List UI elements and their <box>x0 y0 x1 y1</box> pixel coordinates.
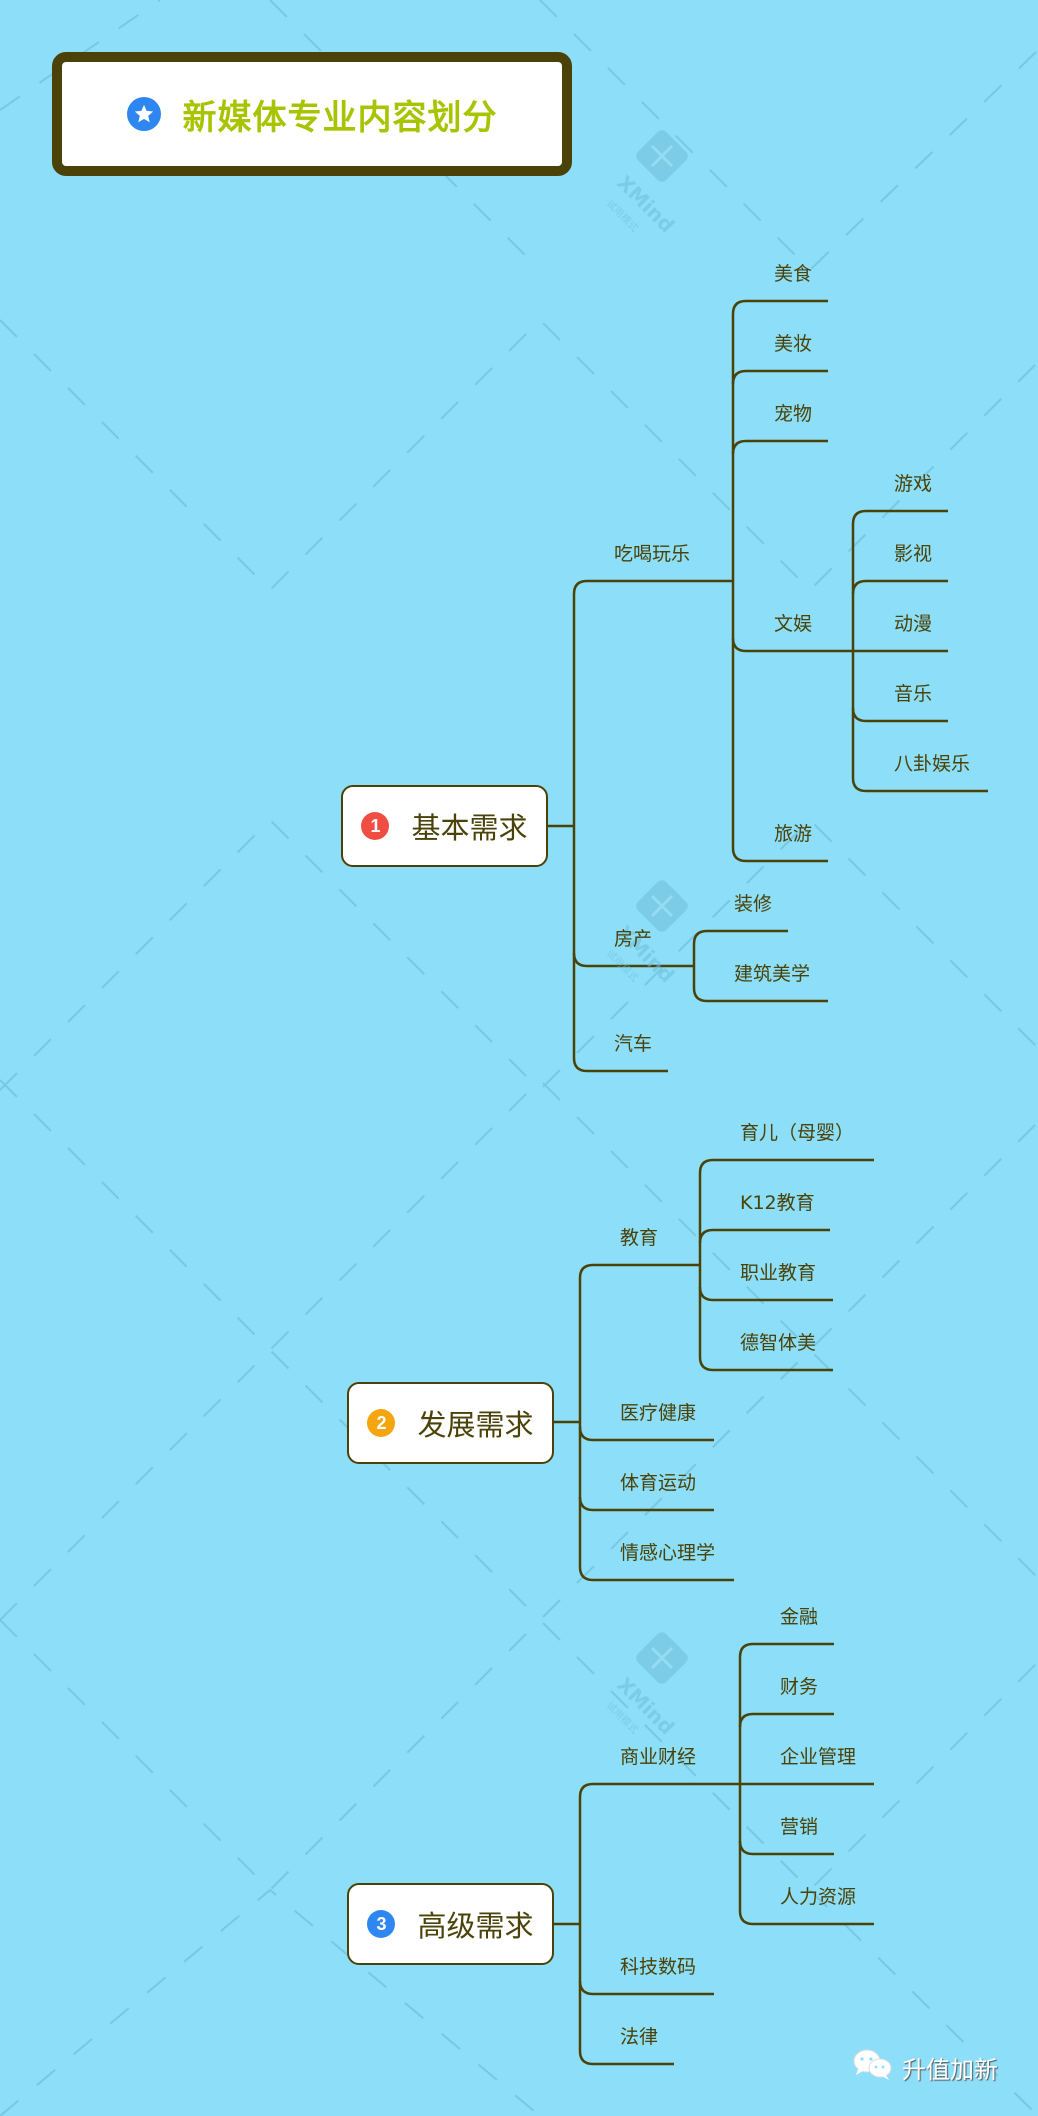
topic-makeup[interactable]: 美妆 <box>774 333 813 355</box>
topic-finance[interactable]: 金融 <box>780 1606 819 1628</box>
wechat-icon <box>852 2048 894 2086</box>
svg-text:XMind: XMind <box>612 170 679 237</box>
topic-architecture[interactable]: 建筑美学 <box>734 963 811 985</box>
main-topic-development-needs[interactable]: 2 发展需求 <box>347 1382 554 1464</box>
main-topic-advanced-needs[interactable]: 3 高级需求 <box>347 1883 554 1965</box>
topic-travel[interactable]: 旅游 <box>774 823 813 845</box>
topic-gossip[interactable]: 八卦娱乐 <box>894 753 971 775</box>
topic-film-tv[interactable]: 影视 <box>894 543 933 565</box>
topic-parenting[interactable]: 育儿（母婴） <box>740 1122 855 1144</box>
topic-hr[interactable]: 人力资源 <box>780 1886 857 1908</box>
priority-3-icon: 3 <box>367 1910 396 1938</box>
topic-anime[interactable]: 动漫 <box>894 613 933 635</box>
topic-food[interactable]: 美食 <box>774 263 813 285</box>
topic-music[interactable]: 音乐 <box>894 683 933 705</box>
main-topic-label: 基本需求 <box>411 811 528 845</box>
main-topic-basic-needs[interactable]: 1 基本需求 <box>341 785 548 867</box>
priority-2-icon: 2 <box>367 1409 396 1437</box>
topic-marketing[interactable]: 营销 <box>780 1816 819 1838</box>
topic-education[interactable]: 教育 <box>620 1227 659 1249</box>
topic-eat-play[interactable]: 吃喝玩乐 <box>614 543 691 565</box>
svg-text:XMind: XMind <box>612 1672 679 1739</box>
xmind-watermark: XMind 试用模式 <box>590 1630 710 1744</box>
main-topic-label: 高级需求 <box>417 1909 534 1943</box>
topic-vocational[interactable]: 职业教育 <box>740 1262 817 1284</box>
topic-psychology[interactable]: 情感心理学 <box>620 1542 716 1564</box>
topic-decoration[interactable]: 装修 <box>734 893 773 915</box>
topic-games[interactable]: 游戏 <box>894 473 933 495</box>
topic-pets[interactable]: 宠物 <box>774 403 813 425</box>
topic-accounting[interactable]: 财务 <box>780 1676 819 1698</box>
topic-k12[interactable]: K12教育 <box>740 1192 815 1214</box>
topic-sports[interactable]: 体育运动 <box>620 1472 697 1494</box>
central-topic-title[interactable]: 新媒体专业内容划分 <box>52 52 572 176</box>
topic-tech[interactable]: 科技数码 <box>620 1956 697 1978</box>
star-icon <box>126 97 161 131</box>
topic-health[interactable]: 医疗健康 <box>620 1402 697 1424</box>
topic-entertainment[interactable]: 文娱 <box>774 613 813 635</box>
topic-automobile[interactable]: 汽车 <box>614 1033 653 1055</box>
topic-business[interactable]: 商业财经 <box>620 1746 697 1768</box>
title-text: 新媒体专业内容划分 <box>182 97 498 138</box>
priority-1-icon: 1 <box>361 812 390 840</box>
topic-real-estate[interactable]: 房产 <box>614 928 653 950</box>
xmind-watermark: XMind 试用模式 <box>590 128 710 242</box>
footer-text: 升值加新 <box>902 2055 998 2084</box>
xmind-watermark: XMind 试用模式 <box>590 878 710 992</box>
footer-brand: 升值加新 <box>852 2048 998 2086</box>
topic-management[interactable]: 企业管理 <box>780 1746 857 1768</box>
main-topic-label: 发展需求 <box>417 1408 534 1442</box>
topic-all-round[interactable]: 德智体美 <box>740 1332 817 1354</box>
topic-law[interactable]: 法律 <box>620 2026 659 2048</box>
